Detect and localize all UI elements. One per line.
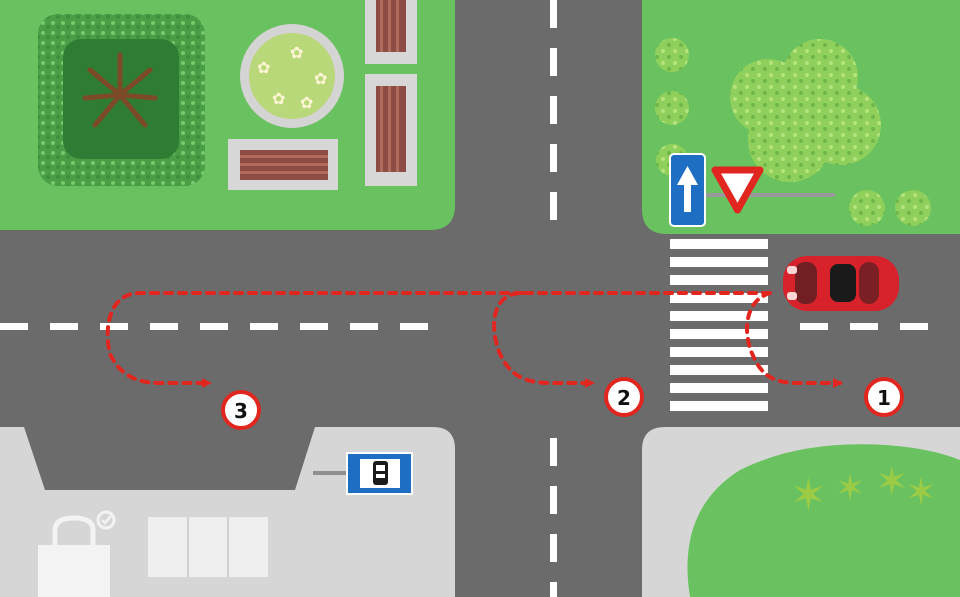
kiosk-panels (148, 517, 268, 577)
tree-icon (82, 52, 158, 130)
bottom-left-sidewalk (0, 427, 455, 597)
top-left-block: ✿ ✿ ✿ ✿ ✿ (0, 0, 455, 230)
route-marker-3: 3 (221, 390, 261, 430)
route-marker-2-label: 2 (617, 386, 631, 410)
route-3-path (105, 291, 524, 388)
check-circle-icon (96, 510, 116, 530)
lane-markings (0, 0, 928, 597)
svg-text:✶: ✶ (905, 470, 937, 514)
svg-text:✶: ✶ (790, 470, 827, 521)
svg-text:✶: ✶ (835, 468, 865, 509)
red-car (783, 256, 899, 311)
small-bushes (655, 38, 931, 226)
svg-text:✶: ✶ (875, 459, 909, 505)
large-bush (730, 39, 881, 182)
arrow-up-icon (677, 166, 698, 212)
svg-text:✿: ✿ (272, 89, 285, 108)
svg-text:✿: ✿ (257, 58, 270, 77)
bottom-left-block (0, 427, 455, 597)
bus-stop-sign (313, 452, 413, 495)
svg-text:✿: ✿ (290, 43, 303, 62)
one-way-sign (669, 153, 706, 227)
route-marker-2: 2 (604, 377, 644, 417)
svg-text:✿: ✿ (300, 93, 313, 112)
bench-middle (365, 74, 417, 186)
flower-bed: ✿ ✿ ✿ ✿ ✿ (240, 24, 344, 128)
route-marker-3-label: 3 (234, 399, 248, 423)
bottom-right-lawn (687, 444, 960, 597)
bench-bottom (228, 139, 338, 190)
top-right-block (642, 0, 960, 234)
bus-icon (373, 461, 388, 485)
inverted-triangle-icon (724, 176, 751, 200)
svg-text:✿: ✿ (314, 69, 327, 88)
plant-icon: ✶ ✶ ✶ ✶ (790, 459, 937, 521)
route-paths (105, 291, 843, 388)
route-marker-1-label: 1 (877, 386, 891, 410)
route-2-path (492, 291, 772, 388)
route-marker-1: 1 (864, 377, 904, 417)
yield-sign (711, 166, 764, 214)
route-1-path (745, 291, 843, 388)
bench-top (365, 0, 417, 64)
shopping-bag-icon (38, 515, 110, 597)
bottom-right-block: ✶ ✶ ✶ ✶ (642, 427, 960, 597)
crosswalk (670, 239, 768, 411)
